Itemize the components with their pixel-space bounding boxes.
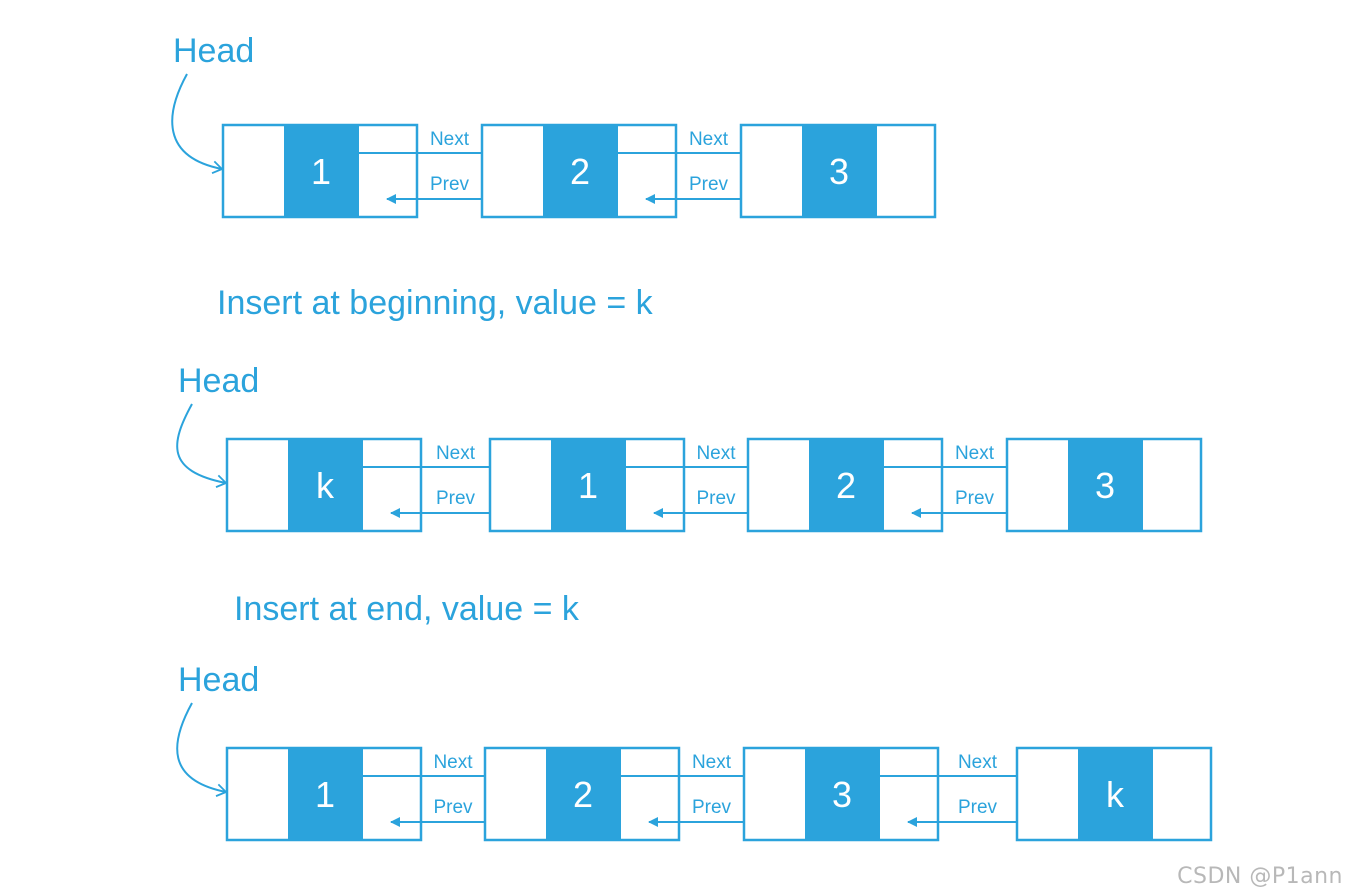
node-value: 3 (832, 774, 852, 815)
node-data-cell (284, 125, 358, 217)
next-label: Next (696, 443, 736, 464)
head-pointer-arrow (176, 702, 228, 797)
node-2: 2 (483, 746, 681, 842)
watermark: CSDN @P1ann (1177, 864, 1343, 889)
node-data-cell (288, 439, 362, 531)
node-value: 3 (829, 151, 849, 192)
prev-label: Prev (430, 174, 470, 195)
prev-label: Prev (696, 488, 736, 509)
node-data-cell (288, 748, 362, 840)
node-value: 1 (315, 774, 335, 815)
node-data-cell (551, 439, 625, 531)
node-value: k (1106, 774, 1125, 815)
node-3: 3 (742, 746, 940, 842)
next-label: Next (955, 443, 995, 464)
head-pointer-arrow (171, 73, 224, 174)
head-label: Head (173, 32, 254, 70)
prev-label: Prev (955, 488, 995, 509)
node-k: k (225, 437, 423, 533)
node-1: 1 (225, 746, 423, 842)
next-label: Next (430, 129, 470, 150)
node-2: 2 (480, 123, 678, 219)
head-label: Head (178, 661, 259, 699)
node-data-cell (543, 125, 617, 217)
head-pointer-arrow (176, 403, 228, 488)
prev-label: Prev (692, 797, 732, 818)
prev-label: Prev (958, 797, 998, 818)
node-value: 3 (1095, 465, 1115, 506)
node-value: 1 (311, 151, 331, 192)
node-3: 3 (739, 123, 937, 219)
node-value: 1 (578, 465, 598, 506)
node-value: 2 (836, 465, 856, 506)
head-label: Head (178, 362, 259, 400)
caption-insert-at-end: Insert at end, value = k (234, 590, 580, 628)
prev-label: Prev (436, 488, 476, 509)
node-data-cell (809, 439, 883, 531)
node-k: k (1015, 746, 1213, 842)
node-value: k (316, 465, 335, 506)
next-label: Next (689, 129, 729, 150)
prev-label: Prev (689, 174, 729, 195)
node-1: 1 (221, 123, 419, 219)
node-data-cell (805, 748, 879, 840)
node-value: 2 (573, 774, 593, 815)
node-data-cell (1078, 748, 1152, 840)
node-2: 2 (746, 437, 944, 533)
node-1: 1 (488, 437, 686, 533)
node-data-cell (802, 125, 876, 217)
next-label: Next (433, 752, 473, 773)
node-3: 3 (1005, 437, 1203, 533)
next-label: Next (958, 752, 998, 773)
next-label: Next (692, 752, 732, 773)
next-label: Next (436, 443, 476, 464)
node-data-cell (546, 748, 620, 840)
node-value: 2 (570, 151, 590, 192)
caption-insert-at-beginning: Insert at beginning, value = k (217, 284, 654, 322)
prev-label: Prev (433, 797, 473, 818)
node-data-cell (1068, 439, 1142, 531)
